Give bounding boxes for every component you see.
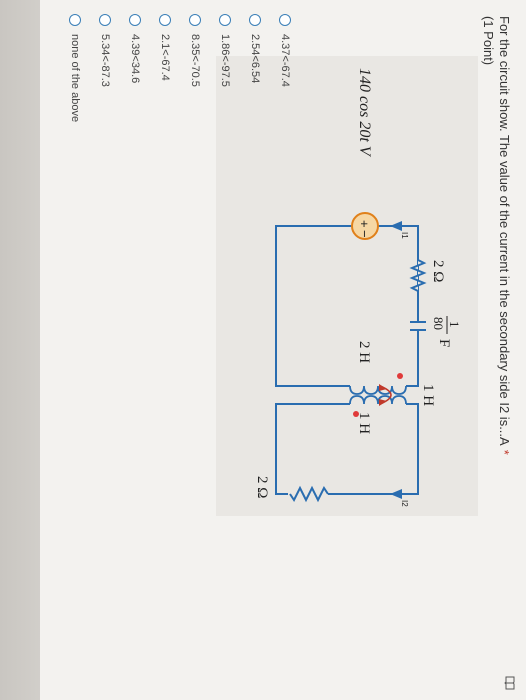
question-text: For the circuit show. The value of the c… bbox=[497, 16, 512, 446]
capacitor-num: 1 bbox=[447, 321, 462, 328]
radio-button[interactable] bbox=[279, 14, 291, 26]
radio-button[interactable] bbox=[159, 14, 171, 26]
option-4[interactable]: 8.35<-70.5 bbox=[186, 14, 204, 87]
resistor-1 bbox=[409, 259, 427, 292]
secondary-inductor-label: 1 H bbox=[356, 412, 372, 434]
quiz-question-view: For the circuit show. The value of the c… bbox=[40, 0, 526, 700]
primary-inductor bbox=[349, 385, 407, 395]
primary-dot bbox=[397, 373, 403, 379]
option-3[interactable]: 1.86<-97.5 bbox=[216, 14, 234, 87]
option-label: 4.39<34.6 bbox=[129, 34, 141, 84]
radio-button[interactable] bbox=[129, 14, 141, 26]
radio-button[interactable] bbox=[99, 14, 111, 26]
source-label: 140 cos 20t V bbox=[356, 68, 373, 158]
option-2[interactable]: 2.54<6.54 bbox=[246, 14, 264, 83]
secondary-wire bbox=[275, 403, 419, 495]
coupling-arrow-right bbox=[379, 399, 387, 406]
option-label: 2.54<6.54 bbox=[249, 34, 261, 84]
radio-button[interactable] bbox=[189, 14, 201, 26]
circuit-diagram: + − 140 cos 20t V 2 Ω 1 80 F 2 H 1 H 1 H… bbox=[216, 56, 478, 516]
option-7[interactable]: 5.34<-87.3 bbox=[96, 14, 114, 87]
option-label: none of the above bbox=[69, 34, 81, 123]
option-label: 8.35<-70.5 bbox=[189, 34, 201, 87]
resistor-2 bbox=[289, 485, 329, 503]
radio-button[interactable] bbox=[219, 14, 231, 26]
required-marker: * bbox=[497, 449, 512, 455]
source-plus: + bbox=[357, 220, 372, 228]
option-label: 5.34<-87.3 bbox=[99, 34, 111, 87]
coupling-arrow-left bbox=[379, 384, 387, 391]
option-8[interactable]: none of the above bbox=[66, 14, 84, 122]
mutual-label: 1 H bbox=[420, 384, 436, 406]
primary-wire-top bbox=[378, 225, 419, 387]
question-points: (1 Point) bbox=[481, 16, 496, 66]
question-title: For the circuit show. The value of the c… bbox=[497, 16, 512, 455]
capacitor-unit: F bbox=[436, 339, 452, 347]
option-1[interactable]: 4.37<-67.4 bbox=[276, 14, 294, 87]
option-label: 4.37<-67.4 bbox=[279, 34, 291, 87]
i2-arrow bbox=[390, 489, 402, 499]
option-label: 2.1<-67.4 bbox=[159, 34, 171, 81]
secondary-dot bbox=[353, 411, 359, 417]
resistor-2-label: 2 Ω bbox=[254, 476, 270, 498]
option-label: 1.86<-97.5 bbox=[219, 34, 231, 87]
radio-button[interactable] bbox=[69, 14, 81, 26]
option-5[interactable]: 2.1<-67.4 bbox=[156, 14, 174, 81]
immersive-reader-icon[interactable] bbox=[503, 676, 516, 690]
radio-button[interactable] bbox=[249, 14, 261, 26]
primary-wire-bottom bbox=[275, 225, 352, 387]
i1-label: I1 bbox=[400, 232, 409, 239]
i1-arrow bbox=[390, 221, 402, 231]
voltage-source bbox=[351, 212, 379, 240]
resistor-1-label: 2 Ω bbox=[430, 260, 446, 282]
capacitor-den: 80 bbox=[431, 317, 446, 330]
source-minus: − bbox=[357, 230, 372, 238]
secondary-inductor bbox=[349, 395, 407, 405]
i2-label: I2 bbox=[400, 500, 409, 507]
option-6[interactable]: 4.39<34.6 bbox=[126, 14, 144, 83]
primary-inductor-label: 2 H bbox=[356, 341, 372, 363]
